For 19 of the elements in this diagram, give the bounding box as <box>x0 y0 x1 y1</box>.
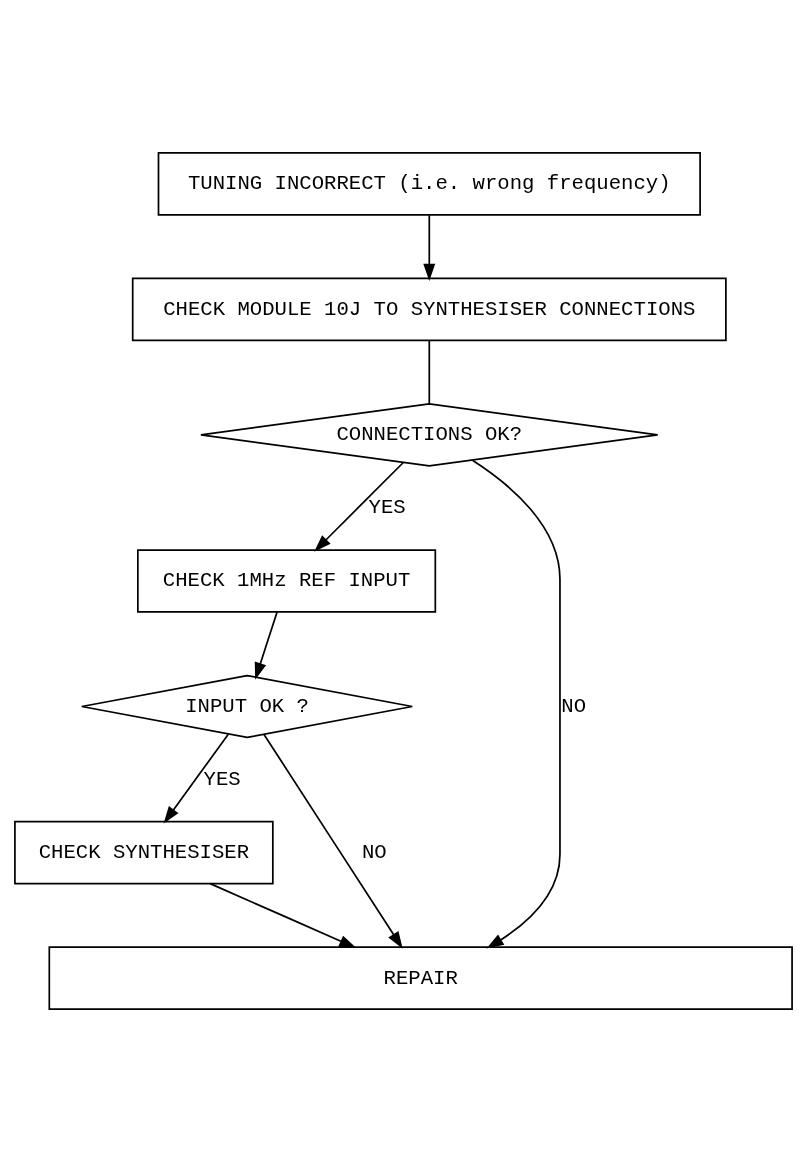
arrow <box>423 213 436 281</box>
arrow <box>471 459 561 949</box>
edge-label: YES <box>203 767 241 791</box>
arrow <box>263 733 403 949</box>
edge-label: NO <box>361 840 387 864</box>
edge-label: YES <box>368 495 406 519</box>
arrow <box>163 733 229 824</box>
node-diamond: CONNECTIONS OK? <box>200 402 659 467</box>
node-box: CHECK 1MHz REF INPUT <box>137 548 437 613</box>
arrow <box>314 461 404 552</box>
connector <box>428 339 431 405</box>
node-box: CHECK SYNTHESISER <box>14 820 274 884</box>
node-box: CHECK MODULE 10J TO SYNTHESISER CONNECTIONS <box>131 277 727 341</box>
arrow <box>209 882 357 948</box>
arrow <box>254 610 278 680</box>
node-box: REPAIR <box>48 945 793 1010</box>
edge-label: NO <box>561 694 587 718</box>
node-diamond: INPUT OK ? <box>80 674 414 738</box>
node-box: TUNING INCORRECT (i.e. wrong frequency) <box>157 151 701 216</box>
